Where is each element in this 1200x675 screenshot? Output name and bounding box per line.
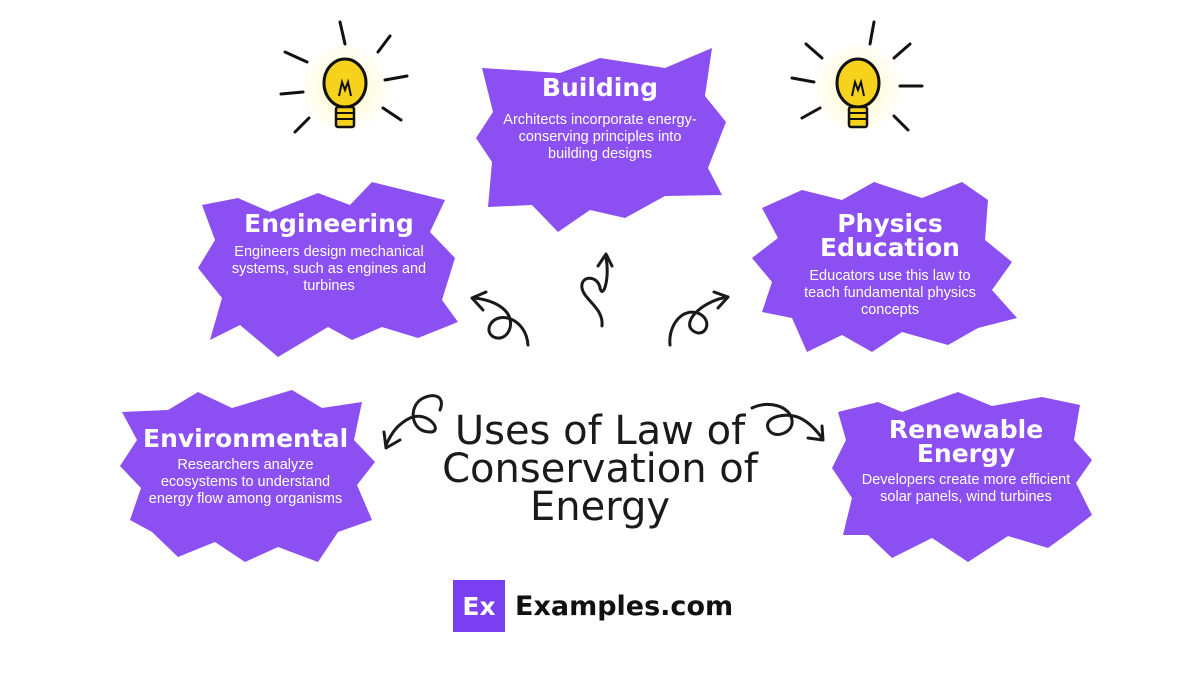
- card-title: Renewable Energy: [888, 415, 1044, 468]
- card-shape-engineering: [198, 182, 458, 357]
- curly-arrow-icon: [750, 403, 825, 442]
- curly-arrow-icon: [470, 290, 530, 347]
- card-shape-building: [476, 48, 726, 232]
- brand-footer: Ex Examples.com: [453, 580, 733, 632]
- card-shape-environmental: [120, 390, 375, 562]
- card-title: Physics Education: [820, 209, 960, 262]
- brand-logo: Ex: [453, 580, 505, 632]
- curly-arrow-icon: [580, 252, 614, 328]
- card-environmental: Environmental Researchers analyze ecosys…: [143, 424, 349, 508]
- card-description: Researchers analyze ecosystems to unders…: [148, 457, 343, 507]
- card-description: Engineers design mechanical systems, suc…: [231, 244, 427, 294]
- card-physics-education: Physics Education Educators use this law…: [790, 209, 990, 319]
- card-description: Educators use this law to teach fundamen…: [804, 268, 976, 318]
- lightbulb-icon: [790, 20, 924, 132]
- card-title: Building: [541, 73, 659, 102]
- diagram-title: Uses of Law of Conservation of Energy: [442, 408, 758, 530]
- card-description: Developers create more efficient solar p…: [861, 472, 1071, 505]
- curly-arrow-icon: [668, 290, 730, 347]
- card-engineering: Engineering Engineers design mechanical …: [218, 209, 440, 295]
- card-title: Environmental: [143, 424, 349, 453]
- card-renewable-energy: Renewable Energy Developers create more …: [856, 415, 1076, 506]
- lightbulb-icon: [279, 20, 409, 134]
- card-description: Architects incorporate energy-conserving…: [503, 112, 697, 162]
- brand-name: Examples.com: [515, 590, 734, 622]
- card-shape-renewable-energy: [832, 392, 1092, 562]
- card-building: Building Architects incorporate energy-c…: [500, 73, 700, 163]
- card-title: Engineering: [244, 209, 414, 238]
- curly-arrow-icon: [382, 394, 443, 450]
- card-shape-physics-education: [752, 182, 1017, 352]
